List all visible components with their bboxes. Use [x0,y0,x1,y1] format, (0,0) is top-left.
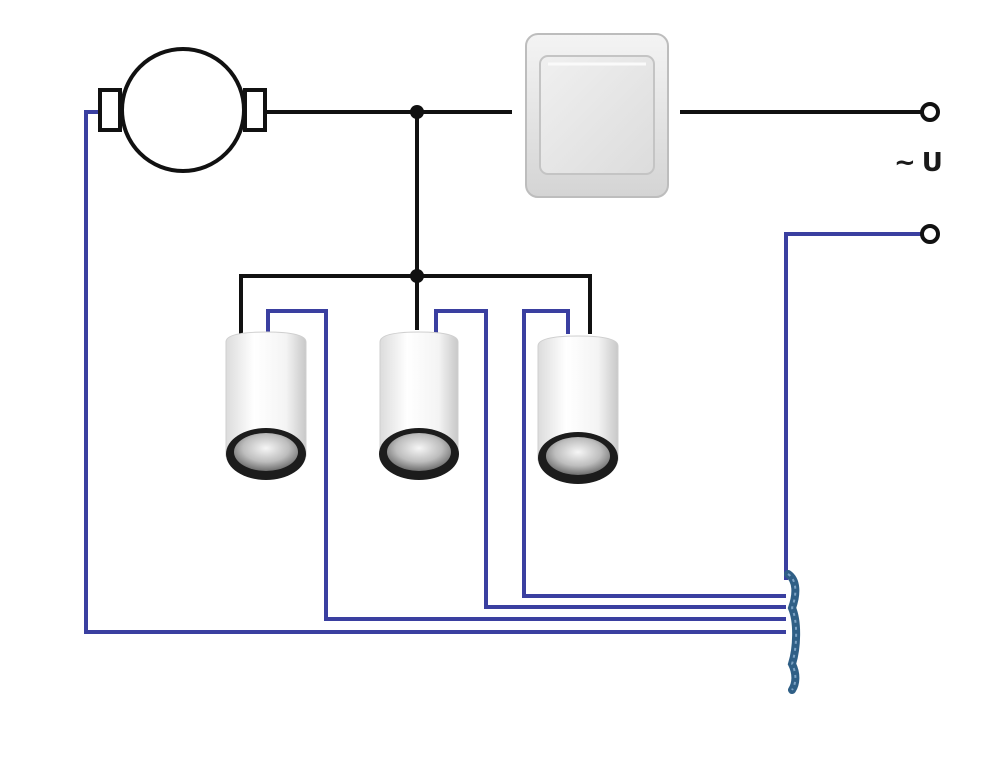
spotlight-3-body [537,335,619,461]
wire-lamp1-neutral [266,309,786,621]
spotlight-2-lens [387,433,451,471]
spotlight-1-lens [234,433,298,471]
neutral-wiring [84,110,922,634]
motor-brush-right [243,88,267,132]
motor-symbol [98,47,285,173]
voltage-symbol: U [921,148,943,178]
wire-lamp3-neutral [522,309,786,598]
supply-terminal-bottom [920,224,940,244]
wire-lamp2-neutral [434,309,786,609]
switch-key [539,55,655,175]
junction-dot-lamps [410,269,424,283]
wire-supply-neutral [784,232,922,580]
motor-brush-left [98,88,122,132]
terminal-block [784,570,801,694]
spotlight-1 [225,331,307,480]
spotlight-3-lens [546,437,610,475]
wire-motor-neutral [84,110,786,634]
spotlight-2-body [379,331,459,457]
spotlight-2 [379,331,459,480]
junction-dot-top [410,105,424,119]
wall-switch [525,33,669,198]
spotlight-3 [537,335,619,484]
spotlight-1-body [225,331,307,457]
ac-tilde: ~ [894,148,916,178]
supply-terminal-top [920,102,940,122]
supply-voltage-label: ~U [894,148,943,178]
motor-circle [120,47,246,173]
